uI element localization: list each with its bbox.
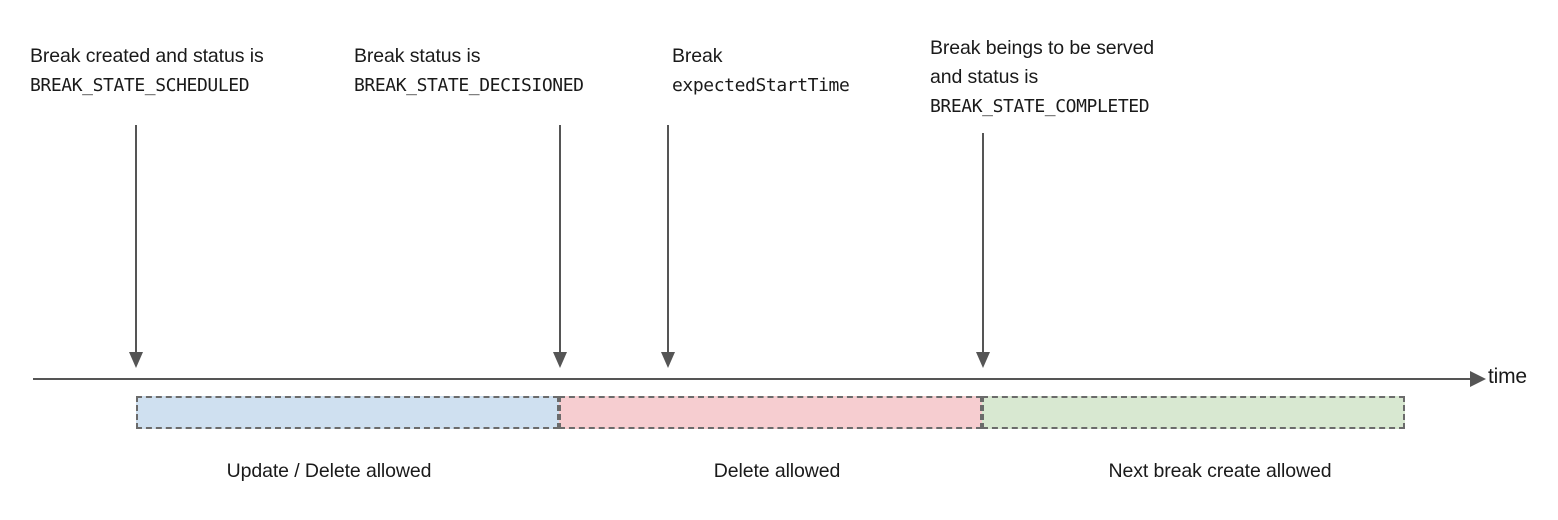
annotation-line: BREAK_STATE_SCHEDULED [30,75,250,96]
marker-arrow-scheduled [128,125,144,368]
annotation-line: Break created and status is [30,45,264,67]
annotation-line: Break [672,45,723,67]
marker-arrow-decisioned [552,125,568,368]
phase-bar-next-break [982,396,1405,429]
arrow-head-down-icon [661,352,675,368]
annotation-line: Break status is [354,45,481,67]
time-axis-label: time [1488,365,1527,388]
arrow-head-down-icon [976,352,990,368]
phase-caption-next-break: Next break create allowed [1108,460,1332,482]
annotation-line: Break beings to be served [930,37,1155,59]
annotation-scheduled: Break created and status is BREAK_STATE_S… [30,42,264,100]
marker-arrow-completed [975,133,991,368]
arrow-shaft [135,125,137,352]
marker-arrow-expected-start [660,125,676,368]
arrow-shaft [667,125,669,352]
phase-bar-delete [559,396,982,429]
annotation-decisioned: Break status is BREAK_STATE_DECISIONED [354,42,584,100]
arrow-head-down-icon [553,352,567,368]
arrow-shaft [982,133,984,352]
annotation-line: BREAK_STATE_COMPLETED [930,96,1150,117]
annotation-completed: Break beings to be served and status is BR… [930,34,1154,121]
phase-caption-delete: Delete allowed [713,460,841,482]
arrow-head-right-icon [1470,371,1486,387]
annotation-line: BREAK_STATE_DECISIONED [354,75,584,96]
annotation-line: and status is [930,66,1039,88]
arrow-shaft [559,125,561,352]
time-axis-line [33,378,1470,380]
phase-caption-update-delete: Update / Delete allowed [226,460,432,482]
annotation-expected-start: Break expectedStartTime [672,42,850,100]
annotation-line: expectedStartTime [672,75,850,96]
arrow-head-down-icon [129,352,143,368]
phase-bar-update-delete [136,396,559,429]
